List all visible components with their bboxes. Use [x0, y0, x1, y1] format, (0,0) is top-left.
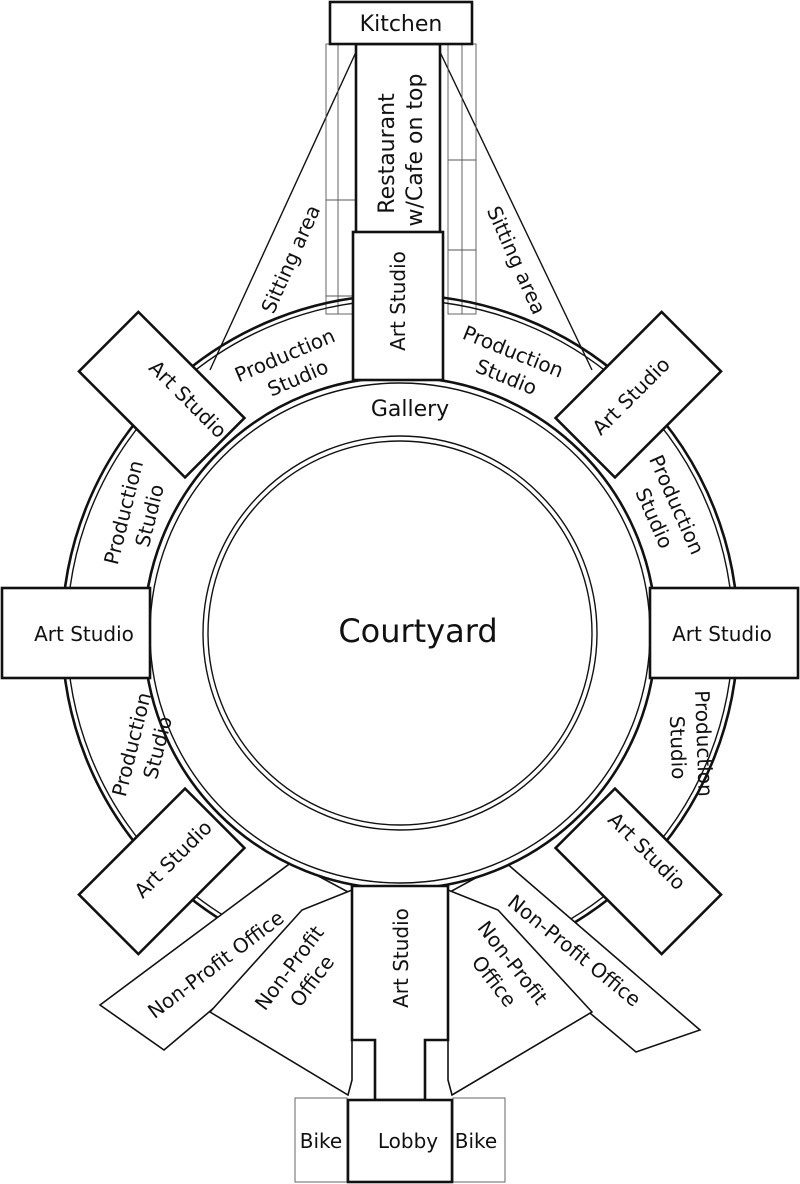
production-studio-right-lower: Production Studio: [664, 690, 718, 804]
art-studio-bottom-label: Art Studio: [389, 908, 413, 1008]
bottom-wing: [294, 884, 506, 1184]
restaurant-label: Restaurant w/Cafe on top: [375, 74, 428, 227]
courtyard: [202, 435, 598, 831]
kitchen-label: Kitchen: [360, 12, 443, 37]
restaurant-line-1: Restaurant: [375, 93, 400, 214]
restaurant-line-2: w/Cafe on top: [403, 74, 428, 227]
non-profit-wing-left: [98, 861, 353, 1097]
art-studio-left-label: Art Studio: [34, 622, 134, 646]
gallery-label: Gallery: [371, 397, 449, 422]
bike-right-label: Bike: [455, 1129, 497, 1153]
bike-left-label: Bike: [300, 1129, 342, 1153]
studio-word: Studio: [665, 715, 691, 780]
production-word: Production: [690, 690, 718, 797]
sitting-area-right-label: Sitting area: [482, 202, 551, 318]
art-studio-boxes: [0, 310, 800, 956]
art-studio-top-label: Art Studio: [386, 251, 410, 351]
restaurant-wing: [328, 0, 474, 382]
courtyard-label: Courtyard: [338, 612, 497, 650]
sitting-area-left-label: Sitting area: [256, 201, 325, 317]
lobby-label: Lobby: [378, 1129, 438, 1153]
sitting-area-lines: [209, 43, 593, 371]
art-studio-right-label: Art Studio: [672, 622, 772, 646]
